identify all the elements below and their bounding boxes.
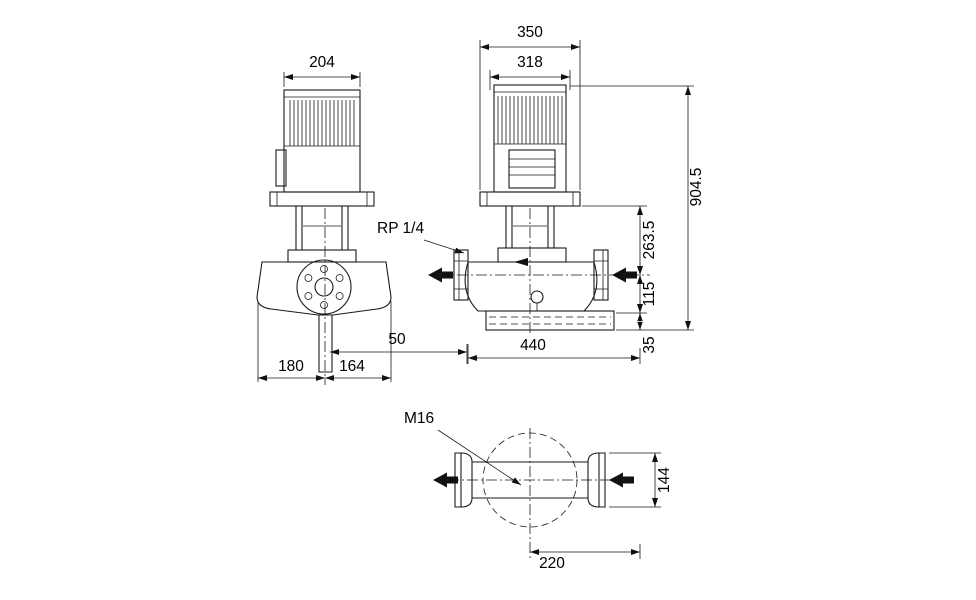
front-pipe (318, 314, 333, 373)
bolt-size-label: M16 (404, 410, 434, 427)
dim-line-904 (570, 85, 694, 331)
dim-line-50 (330, 344, 468, 364)
front-view (256, 89, 392, 385)
side-nameplate (508, 149, 556, 189)
bolt-size-leader-arrow (511, 477, 521, 485)
bottom-right-flange (587, 452, 606, 508)
flow-arrow-inner-icon (514, 258, 528, 266)
side-nameplate-lines (509, 158, 555, 176)
dim-base-thickness-label: 35 (641, 336, 658, 353)
bolt-size-leader (437, 429, 522, 486)
dim-port-offset-label: 50 (388, 331, 406, 348)
dim-line-204 (283, 72, 361, 87)
front-bolt-holes (304, 265, 344, 309)
dim-base-length-label: 440 (520, 337, 546, 354)
dim-arrows-204 (284, 74, 360, 80)
dim-line-440 (467, 344, 641, 364)
flow-arrow-left-icon (428, 267, 453, 283)
side-motor-fins (497, 96, 563, 144)
dim-front-width-label: 204 (309, 54, 335, 71)
side-motor-flange (479, 191, 581, 207)
dim-line-220 (530, 544, 641, 559)
front-port-bore (314, 277, 334, 297)
bottom-pipe-lines (471, 461, 589, 499)
dim-foot-left-label: 180 (278, 358, 304, 375)
dim-side-inner-width-label: 318 (517, 54, 543, 71)
side-view (428, 84, 650, 334)
drain-port-label: RP 1/4 (377, 220, 424, 237)
dim-arrows-35 (637, 313, 643, 330)
front-port-face (296, 259, 352, 315)
front-terminal-box (275, 149, 287, 187)
front-motor-fins (289, 100, 355, 146)
front-coupling (295, 205, 349, 251)
front-motor-flange (269, 191, 375, 207)
dim-center-to-edge-label: 220 (539, 555, 565, 572)
side-flange-ticks (486, 192, 574, 206)
front-flange-ticks (276, 192, 368, 206)
dim-arrows-180-164 (258, 375, 391, 381)
baseplate (485, 310, 615, 331)
drain-port-leader-arrow (454, 247, 464, 254)
dim-line-263 (582, 205, 647, 275)
dim-line-350 (479, 40, 581, 190)
side-coupling (505, 205, 555, 249)
baseplate-hidden-lines (489, 316, 611, 325)
side-seal-housing (497, 247, 567, 263)
drain-plug (530, 290, 544, 304)
dim-port-height-label: 144 (656, 467, 673, 493)
bottom-dimensions: M16 144 220 (404, 410, 673, 572)
dim-line-318 (489, 70, 571, 90)
dim-total-height-label: 904.5 (688, 168, 705, 207)
front-dimensions: 204 180 164 50 (257, 54, 468, 382)
bottom-flow-arrow-right-icon (609, 472, 634, 488)
side-volute (464, 261, 598, 312)
side-dimensions: 350 318 904.5 263.5 115 35 440 RP 1/4 (377, 24, 705, 364)
dim-arrows-318 (490, 74, 570, 80)
dim-port-to-base-label: 115 (641, 282, 658, 307)
dim-arrows-115 (637, 275, 643, 313)
dim-foot-right-label: 164 (339, 358, 365, 375)
dim-flange-to-port-label: 263.5 (641, 221, 658, 260)
front-volute (256, 261, 392, 316)
bottom-view (433, 428, 634, 560)
dim-side-outer-width-label: 350 (517, 24, 543, 41)
flow-arrow-right-icon (612, 267, 637, 283)
bottom-flow-arrow-left-icon (433, 472, 458, 488)
